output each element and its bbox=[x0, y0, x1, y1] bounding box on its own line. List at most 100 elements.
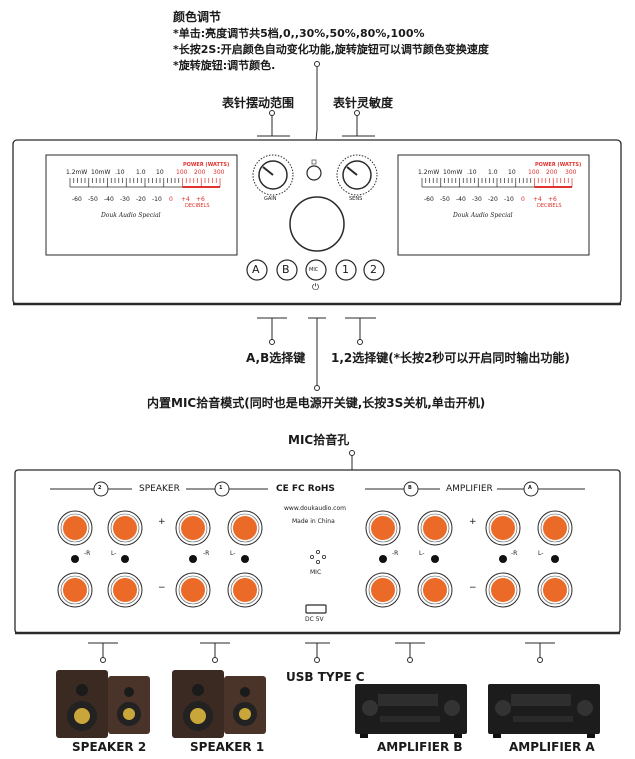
polarity-dot bbox=[431, 555, 439, 563]
db-label: -30 bbox=[120, 196, 130, 203]
db-label: -10 bbox=[152, 196, 162, 203]
front-panel-svg bbox=[12, 61, 622, 391]
db-label: -50 bbox=[440, 196, 450, 203]
scale-label: 1.2mW bbox=[418, 169, 440, 176]
right-label: -R bbox=[203, 550, 210, 557]
binding-post bbox=[417, 510, 453, 546]
left-label: L- bbox=[230, 550, 236, 557]
right-label: -R bbox=[511, 550, 518, 557]
db-label: -30 bbox=[472, 196, 482, 203]
amplifier-letter-a: A bbox=[528, 485, 532, 491]
decibels-label: DECIBELS bbox=[185, 203, 210, 209]
power-label-right: POWER (WATTS) bbox=[535, 162, 582, 168]
button-1-label: 1 bbox=[342, 263, 349, 276]
minus-sign: − bbox=[469, 583, 477, 593]
decibels-label: DECIBELS bbox=[537, 203, 562, 209]
dc-label: DC 5V bbox=[305, 616, 324, 623]
button-mic-label: MIC bbox=[309, 267, 319, 273]
scale-label: 10mW bbox=[443, 169, 463, 176]
button-2[interactable] bbox=[363, 259, 385, 281]
gain-knob[interactable] bbox=[252, 154, 294, 196]
db-label: +4 bbox=[181, 196, 190, 203]
brand-label: Douk Audio Special bbox=[101, 212, 161, 219]
gain-range-label: 表针摆动范围 bbox=[222, 96, 295, 110]
db-label: -50 bbox=[88, 196, 98, 203]
db-label: 0 bbox=[521, 196, 525, 203]
amplifier-header: AMPLIFIER bbox=[446, 484, 493, 494]
certifications: CE FC RoHS bbox=[276, 484, 335, 494]
scale-label: 10mW bbox=[91, 169, 111, 176]
mic-mode-label: 内置MIC拾音模式(同时也是电源开关键,长按3S关机,单击开机) bbox=[147, 396, 486, 410]
db-label: -20 bbox=[488, 196, 498, 203]
polarity-dot bbox=[121, 555, 129, 563]
mic-holes bbox=[309, 550, 326, 565]
speaker-header: SPEAKER bbox=[139, 484, 180, 494]
left-label: L- bbox=[419, 550, 425, 557]
amplifier-a-image bbox=[488, 684, 600, 738]
usb-label: USB TYPE C bbox=[286, 670, 365, 684]
amplifier-b-label: AMPLIFIER B bbox=[377, 740, 463, 754]
vu-meter-right bbox=[397, 154, 590, 256]
db-label: 0 bbox=[169, 196, 173, 203]
scale-label: 10 bbox=[508, 169, 516, 176]
speaker-num-1: 1 bbox=[219, 485, 223, 491]
amplifier-letter-b: B bbox=[408, 485, 412, 491]
binding-post bbox=[227, 572, 263, 608]
binding-post bbox=[57, 572, 93, 608]
binding-post bbox=[537, 510, 573, 546]
binding-post bbox=[57, 510, 93, 546]
main-knob[interactable] bbox=[289, 196, 345, 252]
note-line-2: *长按2S:开启颜色自动变化功能,旋转旋钮可以调节颜色变换速度 bbox=[173, 43, 489, 56]
scale-label: .10 bbox=[115, 169, 125, 176]
polarity-dot bbox=[189, 555, 197, 563]
binding-post bbox=[537, 572, 573, 608]
speaker-2-image bbox=[56, 670, 150, 738]
right-label: -R bbox=[84, 550, 91, 557]
db-label: -10 bbox=[504, 196, 514, 203]
binding-post bbox=[365, 572, 401, 608]
sens-knob[interactable] bbox=[336, 154, 378, 196]
polarity-dot bbox=[551, 555, 559, 563]
binding-post bbox=[175, 572, 211, 608]
gain-knob-label: GAIN bbox=[264, 196, 277, 202]
left-label: L- bbox=[111, 550, 117, 557]
channel-select-label: 1,2选择键(*长按2秒可以开启同时输出功能) bbox=[331, 351, 570, 365]
sensitivity-label: 表针灵敏度 bbox=[333, 96, 394, 110]
binding-post bbox=[175, 510, 211, 546]
button-1[interactable] bbox=[335, 259, 357, 281]
button-a-label: A bbox=[252, 263, 260, 276]
button-a[interactable] bbox=[246, 259, 268, 281]
scale-label: 10 bbox=[156, 169, 164, 176]
back-panel-svg bbox=[14, 450, 621, 738]
db-label: +6 bbox=[548, 196, 557, 203]
button-2-label: 2 bbox=[370, 263, 377, 276]
binding-post bbox=[365, 510, 401, 546]
binding-post bbox=[107, 510, 143, 546]
db-label: -20 bbox=[136, 196, 146, 203]
binding-post bbox=[485, 572, 521, 608]
binding-post bbox=[417, 572, 453, 608]
scale-label: 1.0 bbox=[136, 169, 146, 176]
db-label: -40 bbox=[104, 196, 114, 203]
plus-sign: + bbox=[158, 517, 166, 527]
amplifier-b-image bbox=[355, 684, 467, 738]
binding-post bbox=[107, 572, 143, 608]
color-button[interactable] bbox=[306, 165, 322, 181]
speaker-1-image bbox=[172, 670, 266, 738]
mic-label: MIC bbox=[310, 569, 322, 576]
made-in: Made in China bbox=[292, 518, 335, 525]
polarity-dot bbox=[241, 555, 249, 563]
plus-sign: + bbox=[469, 517, 477, 527]
button-mic[interactable] bbox=[305, 259, 327, 281]
website: www.doukaudio.com bbox=[284, 505, 346, 512]
note-line-3: *旋转旋钮:调节颜色. bbox=[173, 59, 276, 72]
amplifier-a-label: AMPLIFIER A bbox=[509, 740, 595, 754]
db-label: -60 bbox=[424, 196, 434, 203]
minus-sign: − bbox=[158, 583, 166, 593]
button-b[interactable] bbox=[276, 259, 298, 281]
scale-label: 1.2mW bbox=[66, 169, 88, 176]
ab-select-label: A,B选择键 bbox=[246, 351, 306, 365]
db-label: -40 bbox=[456, 196, 466, 203]
polarity-dot bbox=[379, 555, 387, 563]
db-label: +4 bbox=[533, 196, 542, 203]
